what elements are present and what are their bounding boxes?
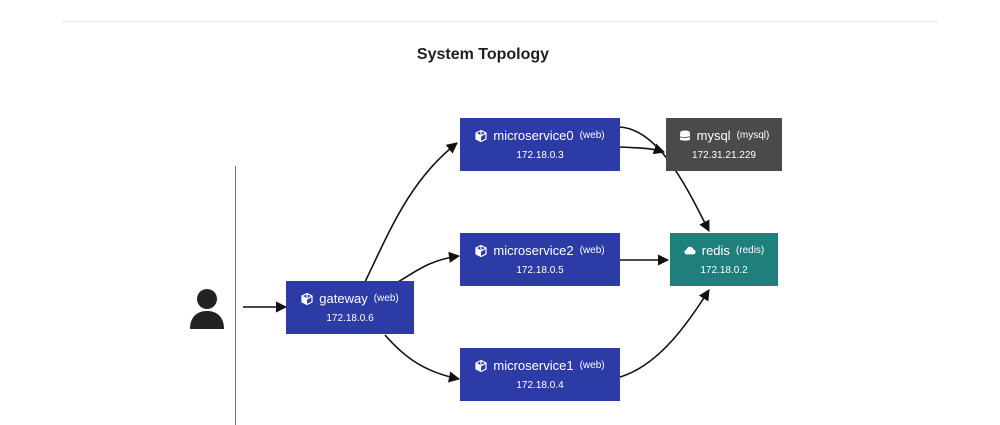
node-microservice1[interactable]: microservice1 (web) 172.18.0.4 <box>460 348 620 401</box>
edge-gateway-microservice1 <box>384 334 461 383</box>
cloud-icon <box>684 245 696 257</box>
node-kind: (web) <box>579 130 605 141</box>
edge-microservice1-redis <box>619 289 710 378</box>
cube-icon <box>475 245 487 257</box>
node-gateway[interactable]: gateway (web) 172.18.0.6 <box>286 281 414 334</box>
node-kind: (web) <box>579 360 605 371</box>
node-address: 172.18.0.4 <box>516 380 564 391</box>
diagram-title: System Topology <box>416 46 550 63</box>
edge-gateway-microservice0 <box>364 142 458 283</box>
node-redis[interactable]: redis (redis) 172.18.0.2 <box>670 233 778 286</box>
node-name: redis <box>701 243 730 258</box>
edge-gateway-microservice2 <box>397 251 461 283</box>
cube-icon <box>301 293 313 305</box>
node-address: 172.18.0.3 <box>516 150 564 161</box>
node-address: 172.18.0.6 <box>326 313 374 324</box>
node-name: microservice1 <box>493 358 574 373</box>
node-kind: (web) <box>373 293 399 304</box>
node-name: microservice0 <box>493 128 574 143</box>
node-address: 172.18.0.5 <box>516 265 564 276</box>
node-mysql[interactable]: mysql (mysql) 172.31.21.229 <box>666 118 782 171</box>
node-address: 172.31.21.229 <box>692 150 756 161</box>
node-address: 172.18.0.2 <box>700 265 748 276</box>
node-name: microservice2 <box>493 243 574 258</box>
node-kind: (web) <box>579 245 605 256</box>
boundary-line <box>235 166 236 425</box>
node-name: gateway <box>319 291 368 306</box>
user-icon <box>188 288 226 335</box>
node-kind: (mysql) <box>736 130 770 141</box>
node-kind: (redis) <box>735 245 765 256</box>
node-name: mysql <box>696 128 731 143</box>
database-icon <box>679 130 691 142</box>
node-microservice2[interactable]: microservice2 (web) 172.18.0.5 <box>460 233 620 286</box>
cube-icon <box>475 360 487 372</box>
node-microservice0[interactable]: microservice0 (web) 172.18.0.3 <box>460 118 620 171</box>
top-divider <box>62 21 938 22</box>
cube-icon <box>475 130 487 142</box>
